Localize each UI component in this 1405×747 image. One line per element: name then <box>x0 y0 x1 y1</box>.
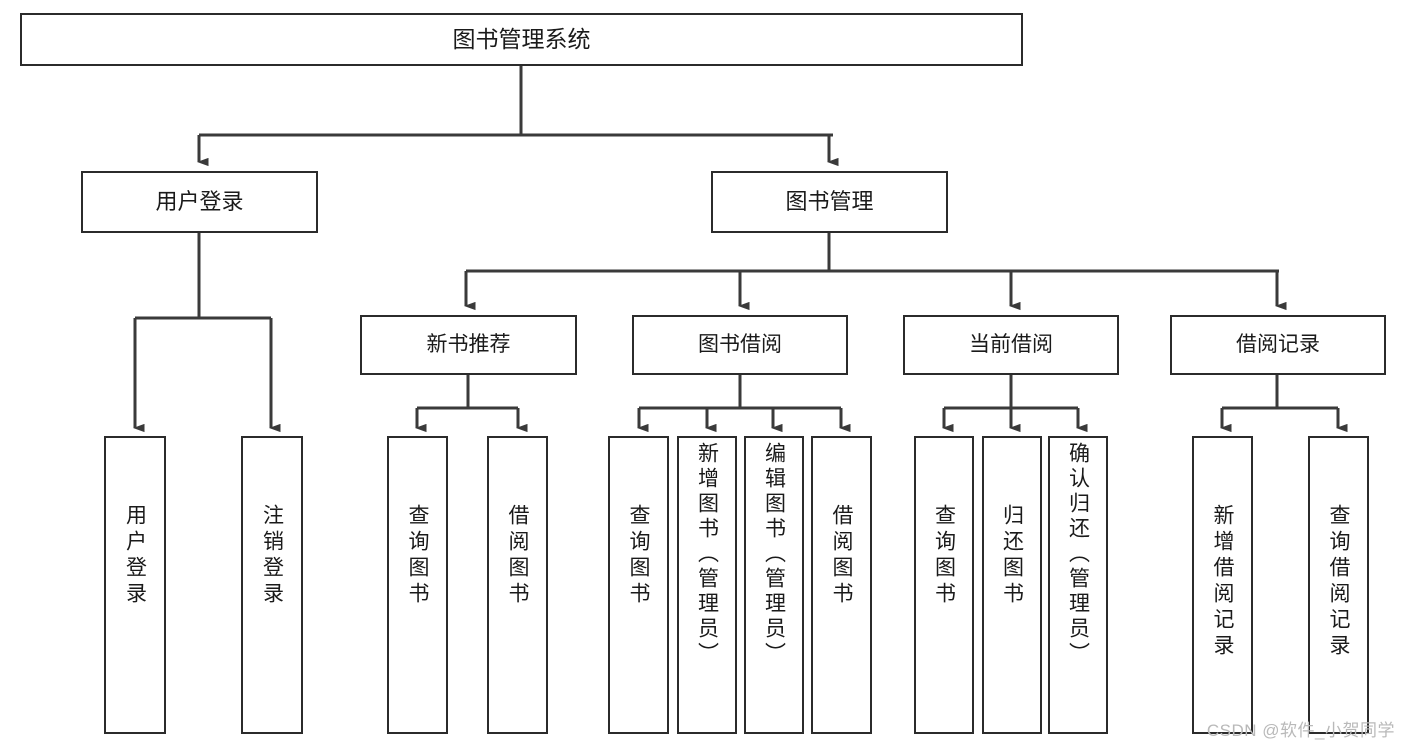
node-label: 查询图书 <box>932 504 956 608</box>
leaf-borrow-book[interactable]: 借阅图书 <box>811 436 872 734</box>
node-label: 新增图书（管理员） <box>695 442 719 667</box>
node-user-login[interactable]: 用户登录 <box>81 171 318 233</box>
node-label: 用户登录 <box>123 504 147 608</box>
node-label: 查询借阅记录 <box>1327 504 1350 660</box>
node-label: 借阅记录 <box>1236 332 1320 356</box>
node-label: 编辑图书（管理员） <box>762 442 786 667</box>
leaf-query-book-recommend[interactable]: 查询图书 <box>387 436 448 734</box>
node-label: 查询图书 <box>627 504 650 608</box>
leaf-borrow-book-recommend[interactable]: 借阅图书 <box>487 436 548 734</box>
node-label: 图书管理 <box>785 189 874 215</box>
leaf-query-book-current[interactable]: 查询图书 <box>914 436 974 734</box>
node-label: 归还图书 <box>1000 504 1024 608</box>
leaf-query-book-borrow[interactable]: 查询图书 <box>608 436 669 734</box>
node-label: 确认归还（管理员） <box>1066 442 1090 667</box>
leaf-return-book[interactable]: 归还图书 <box>982 436 1042 734</box>
leaf-add-borrow-record[interactable]: 新增借阅记录 <box>1192 436 1253 734</box>
node-label: 图书借阅 <box>698 332 782 356</box>
csdn-watermark: CSDN @软件_小贺同学 <box>1206 721 1395 740</box>
node-label: 借阅图书 <box>506 504 529 608</box>
leaf-query-borrow-record[interactable]: 查询借阅记录 <box>1308 436 1369 734</box>
node-label: 图书管理系统 <box>452 25 591 52</box>
leaf-edit-book-admin[interactable]: 编辑图书（管理员） <box>744 436 804 734</box>
node-book-management[interactable]: 图书管理 <box>711 171 948 233</box>
node-label: 新书推荐 <box>426 332 511 356</box>
node-current-borrow[interactable]: 当前借阅 <box>903 315 1119 375</box>
node-new-book-recommend[interactable]: 新书推荐 <box>360 315 577 375</box>
node-label: 查询图书 <box>406 504 429 608</box>
node-root-book-management-system[interactable]: 图书管理系统 <box>20 13 1023 66</box>
leaf-confirm-return-admin[interactable]: 确认归还（管理员） <box>1048 436 1108 734</box>
node-borrow-record[interactable]: 借阅记录 <box>1170 315 1386 375</box>
leaf-user-login[interactable]: 用户登录 <box>104 436 166 734</box>
node-label: 新增借阅记录 <box>1211 504 1234 660</box>
node-label: 当前借阅 <box>969 332 1053 356</box>
leaf-add-book-admin[interactable]: 新增图书（管理员） <box>677 436 737 734</box>
node-book-borrow[interactable]: 图书借阅 <box>632 315 848 375</box>
leaf-logout-login[interactable]: 注销登录 <box>241 436 303 734</box>
node-label: 用户登录 <box>155 189 244 215</box>
node-label: 借阅图书 <box>830 504 853 608</box>
node-label: 注销登录 <box>260 504 284 608</box>
